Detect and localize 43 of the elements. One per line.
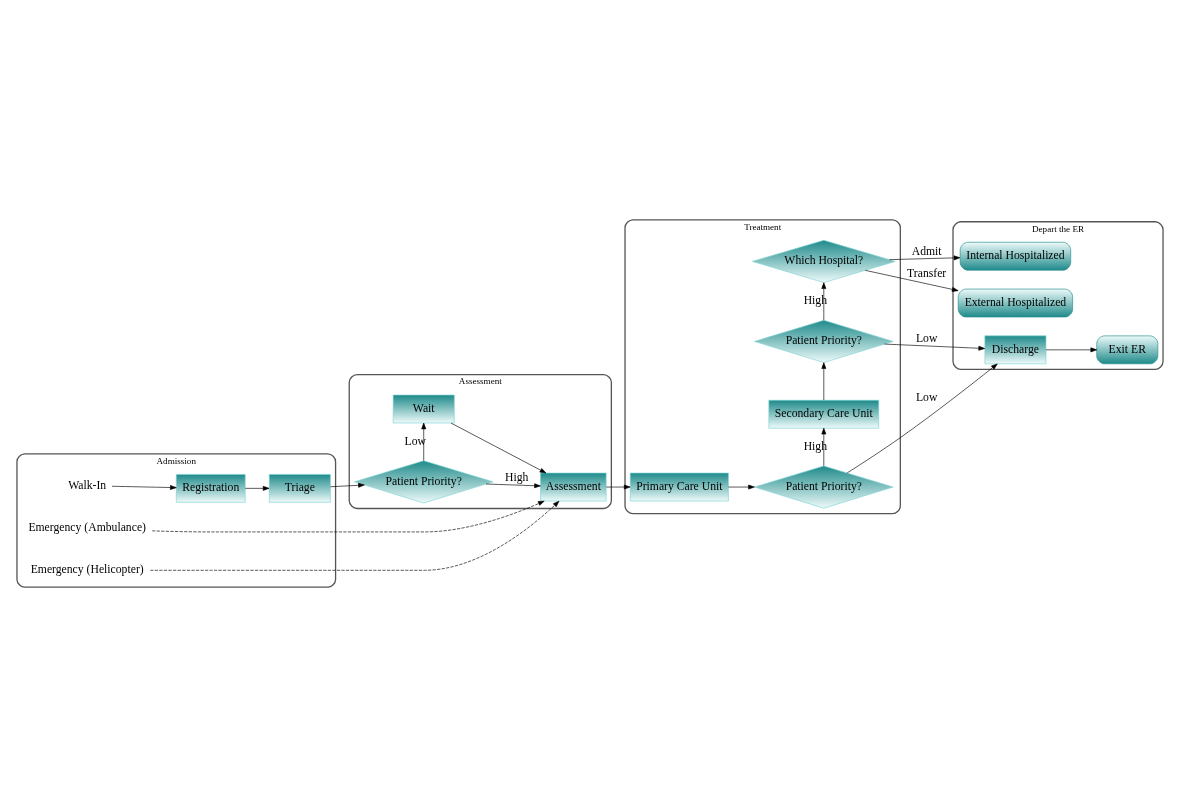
node-diamond: Which Hospital? [752, 239, 896, 283]
node-diamond: Patient Priority? [754, 319, 894, 363]
edge-label: Low [915, 390, 938, 404]
node-box: Primary Care Unit [629, 472, 729, 501]
edge-label: Admit [911, 244, 942, 258]
edge-label: High [803, 293, 828, 307]
node-box: Internal Hospitalized [959, 241, 1072, 271]
arrow [605, 484, 631, 489]
node-box: Exit ER [1096, 335, 1159, 364]
arrow [111, 484, 177, 490]
node-box: Assessment [540, 472, 607, 501]
arrow [821, 281, 827, 320]
arrow [245, 485, 270, 491]
node-text: Walk-In [68, 478, 107, 492]
edge-label: High [505, 470, 529, 484]
edge-label: Transfer [907, 266, 947, 280]
arrow [821, 427, 827, 466]
arrow [485, 482, 541, 488]
arrow [1045, 347, 1097, 352]
edge-label: Low [404, 434, 426, 448]
node-text: Emergency (Helicopter) [30, 562, 144, 576]
arrow [846, 363, 998, 473]
arrow [450, 422, 547, 473]
node-box: Triage [268, 473, 331, 503]
node-box: External Hospitalized [957, 288, 1073, 317]
arrow [421, 422, 427, 461]
arrow [889, 255, 961, 260]
node-box: Wait [392, 394, 455, 423]
node-box: Registration [175, 473, 246, 503]
edge-label: High [803, 439, 828, 453]
node-diamond: Patient Priority? [754, 465, 894, 508]
arrow [884, 343, 985, 351]
arrow [864, 269, 959, 292]
node-text: Emergency (Ambulance) [28, 520, 146, 534]
arrow [728, 484, 755, 489]
arrow [150, 500, 560, 571]
arrow [821, 361, 827, 400]
node-box: Discharge [984, 335, 1047, 364]
arrow [330, 482, 365, 488]
arrow [151, 500, 545, 532]
node-diamond: Patient Priority? [354, 459, 494, 503]
edge-label: Low [915, 331, 938, 345]
node-box: Secondary Care Unit [768, 399, 880, 429]
